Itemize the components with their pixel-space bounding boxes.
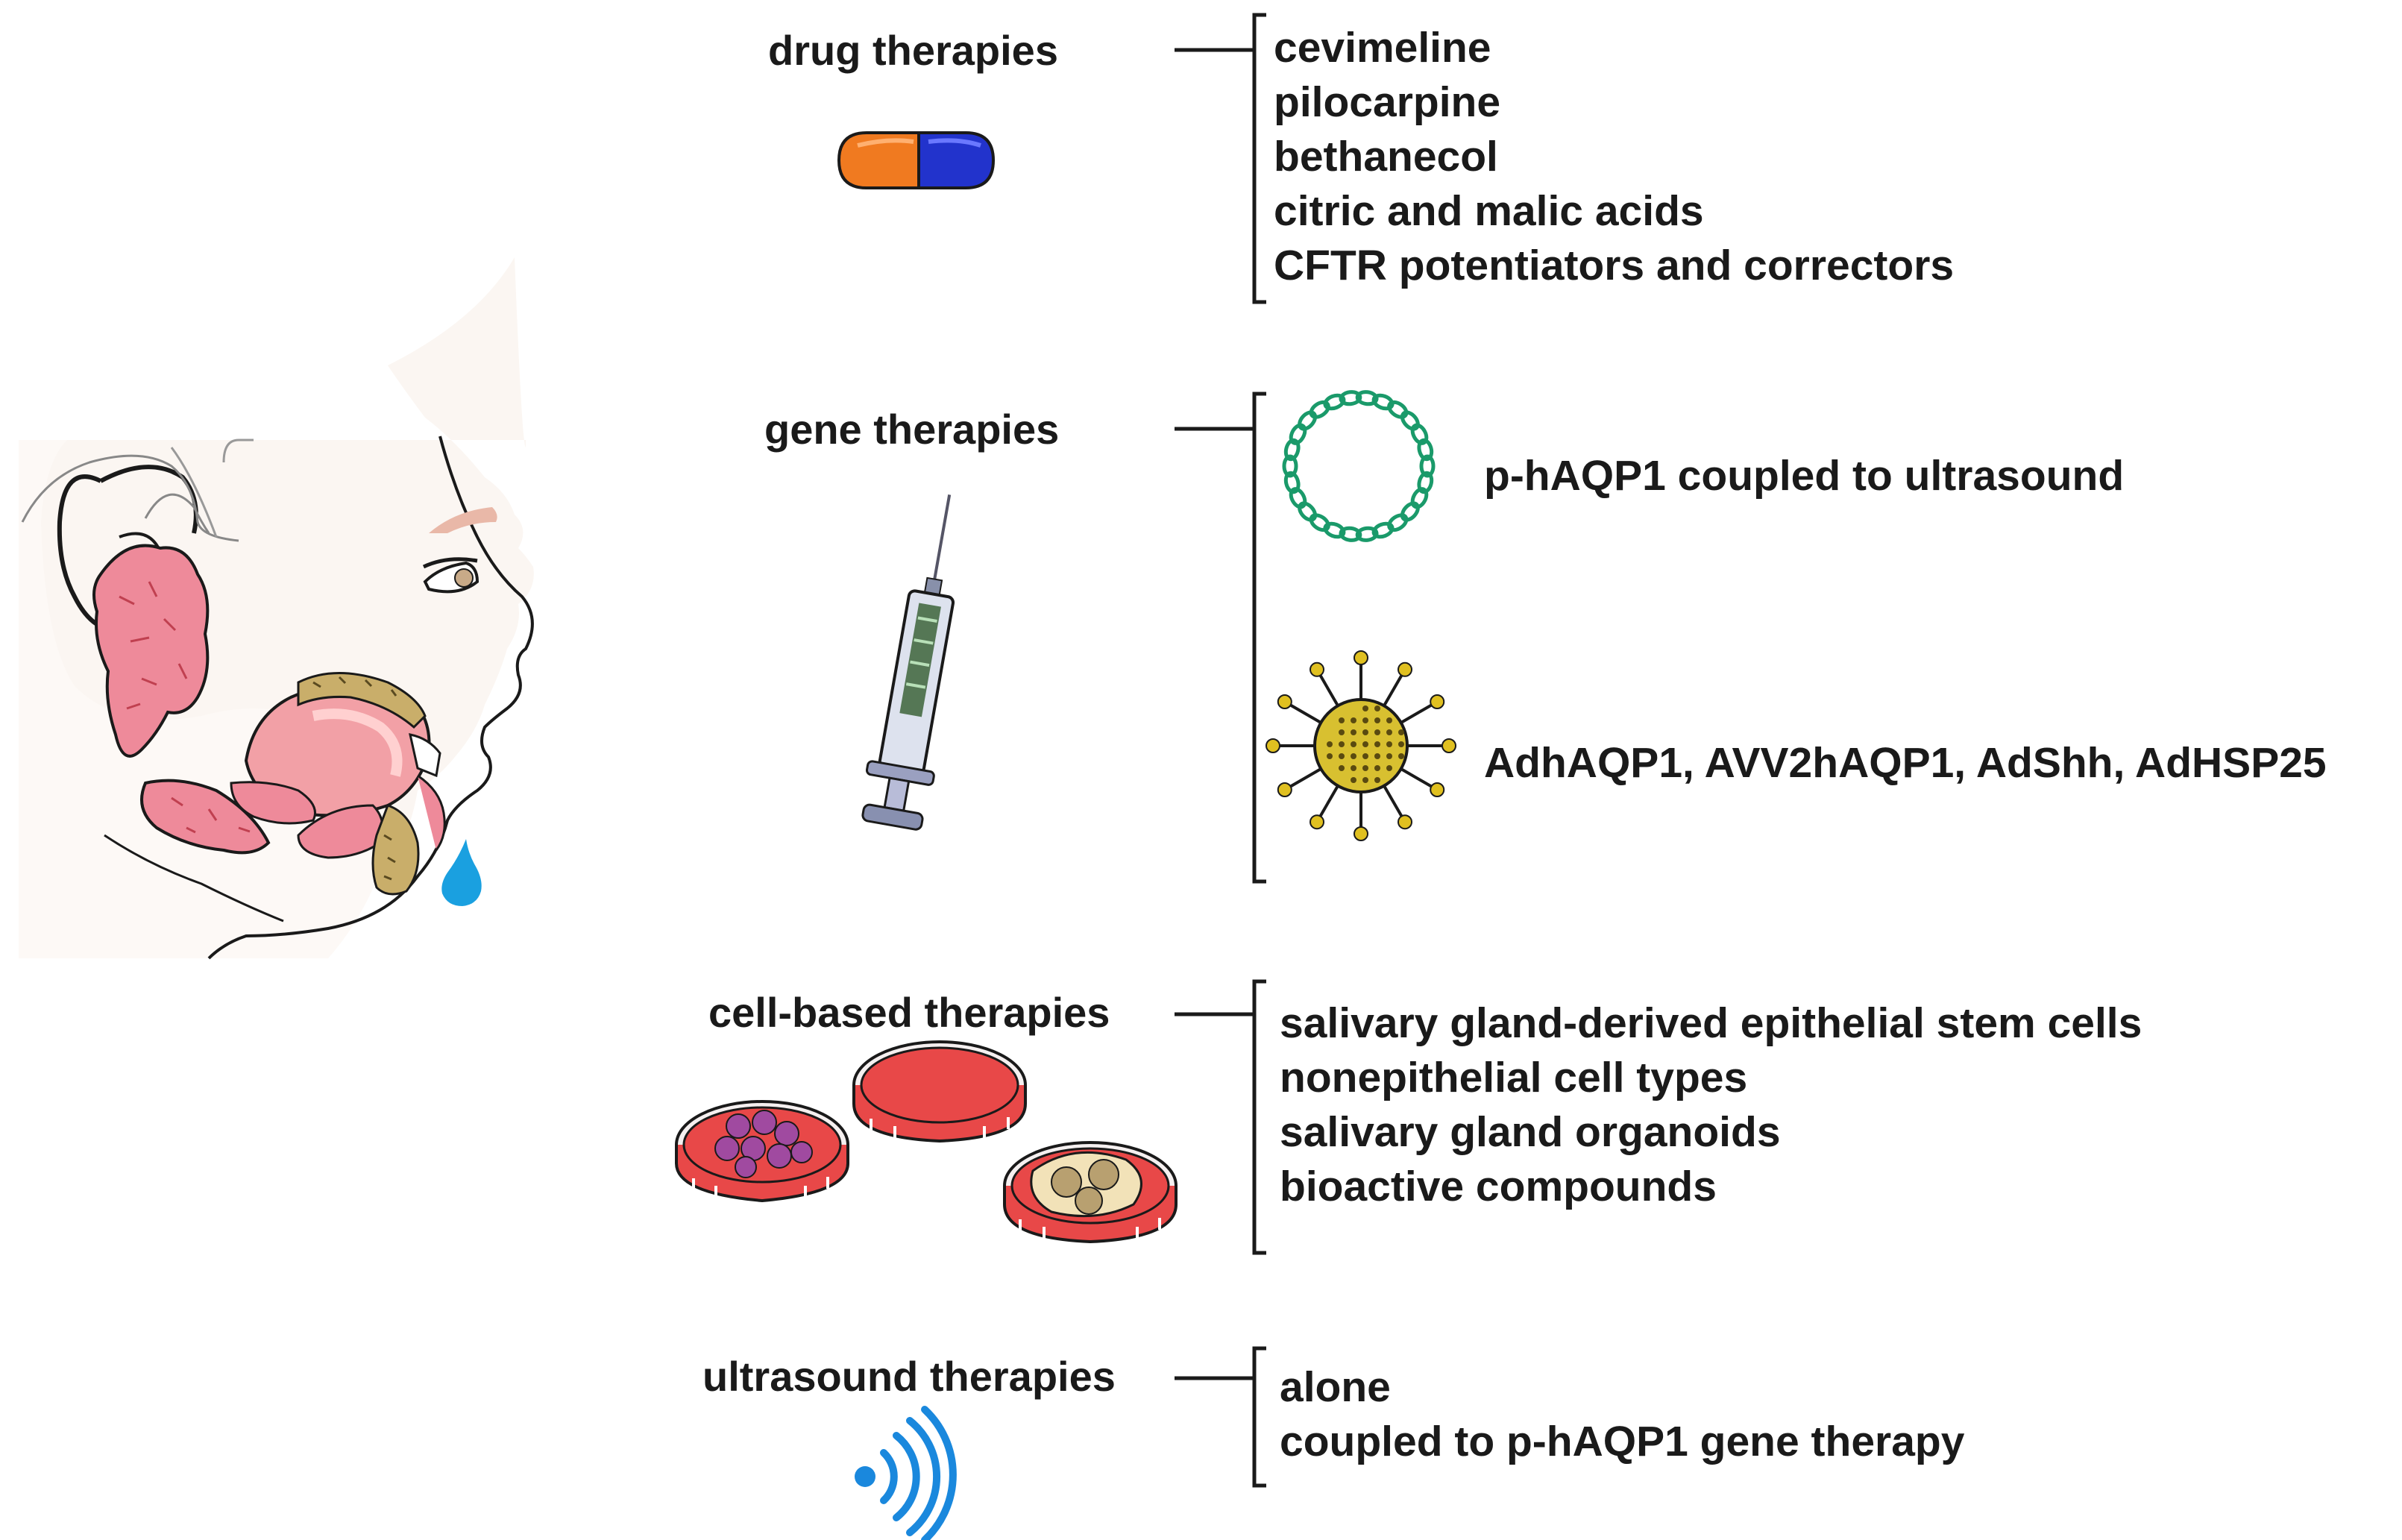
eyebrow <box>429 507 497 533</box>
plasmid-icon <box>1282 390 1436 542</box>
face-profile-outline <box>207 436 534 960</box>
list-item: nonepithelial cell types <box>1280 1054 1748 1101</box>
bracket-drug <box>1252 13 1266 304</box>
bracket-cell <box>1252 979 1266 1255</box>
minor-gland <box>230 781 316 825</box>
category-label-gene: gene therapies <box>764 406 1060 453</box>
list-item: p-hAQP1 coupled to ultrasound <box>1484 452 2125 500</box>
list-item: alone <box>1280 1363 1391 1411</box>
list-item: cevimeline <box>1274 24 1491 72</box>
list-item: salivary gland organoids <box>1280 1108 1781 1156</box>
sublingual-gland <box>297 672 427 729</box>
category-label-drug: drug therapies <box>768 27 1058 74</box>
petri-dishes-icon <box>675 1040 1178 1244</box>
syringe-icon <box>861 494 955 831</box>
upper-teeth <box>409 733 441 778</box>
jaw-line <box>104 834 284 923</box>
list-item: CFTR potentiators and correctors <box>1274 242 1955 289</box>
ultrasound-waves-icon <box>855 1406 957 1540</box>
capsule-icon <box>837 131 996 189</box>
list-item: citric and malic acids <box>1274 187 1704 235</box>
bracket-gene <box>1252 392 1266 884</box>
category-label-cell: cell-based therapies <box>708 989 1110 1036</box>
list-item: bioactive compounds <box>1280 1163 1717 1210</box>
saliva-drop-icon <box>441 839 482 906</box>
list-item: salivary gland-derived epithelial stem c… <box>1280 999 2142 1047</box>
list-item: bethanecol <box>1274 133 1498 180</box>
face-salivary-glands-illustration <box>19 257 534 960</box>
list-item: pilocarpine <box>1274 78 1501 126</box>
adenovirus-icon <box>1266 650 1456 841</box>
lower-jaw-bone <box>371 804 420 896</box>
list-item: coupled to p-hAQP1 gene therapy <box>1280 1418 1965 1465</box>
bracket-ultrasound <box>1252 1346 1266 1488</box>
list-item: AdhAQP1, AVV2hAQP1, AdShh, AdHSP25 <box>1484 739 2327 787</box>
category-label-ultrasound: ultrasound therapies <box>702 1353 1116 1400</box>
